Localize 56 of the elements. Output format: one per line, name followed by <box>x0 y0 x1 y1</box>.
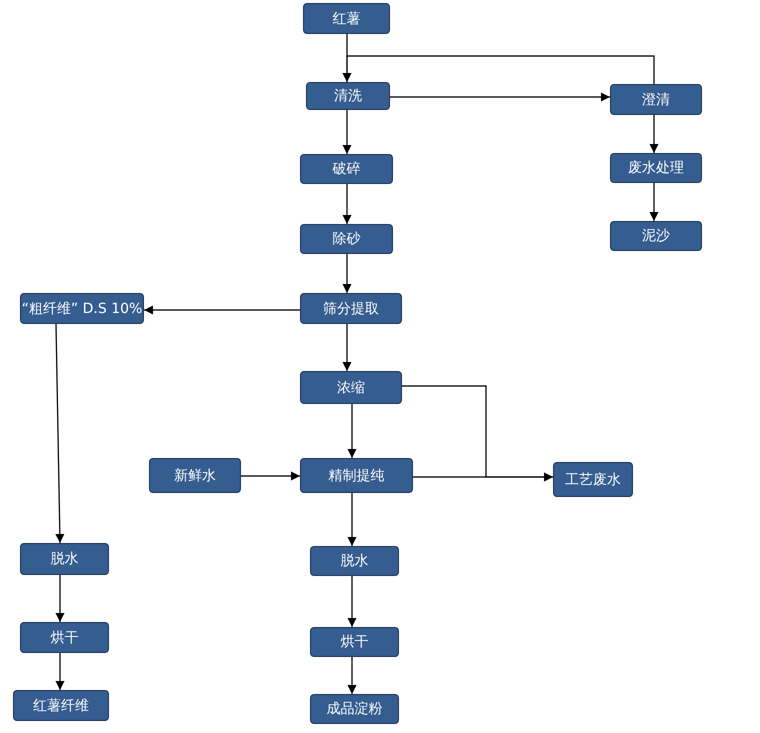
process-box <box>610 221 702 251</box>
step-label: 烘干 <box>340 633 368 651</box>
arrow <box>144 306 300 314</box>
arrow <box>650 183 658 221</box>
process-box <box>300 458 413 493</box>
arrow <box>650 115 658 153</box>
arrow <box>56 653 64 690</box>
step-label: 废水处理 <box>628 159 684 177</box>
arrow <box>342 184 352 224</box>
step-label: 烘干 <box>50 628 78 646</box>
process-box <box>610 153 702 183</box>
step-label: 泥沙 <box>642 227 670 245</box>
arrow <box>342 254 352 293</box>
step-label: 红薯纤维 <box>33 696 89 714</box>
step-label: 脱水 <box>50 550 78 568</box>
step-label: 破碎 <box>332 160 360 178</box>
process-box <box>553 462 633 497</box>
process-box <box>303 3 390 34</box>
process-box <box>310 546 399 576</box>
process-box <box>610 84 702 115</box>
step-label: 新鲜水 <box>174 466 216 484</box>
arrow <box>55 324 64 544</box>
arrow <box>348 576 356 627</box>
step-label: 红薯 <box>332 10 360 28</box>
arrow <box>342 55 655 84</box>
process-box <box>300 154 393 184</box>
step-label: 浓缩 <box>337 378 365 396</box>
process-box <box>306 82 390 110</box>
process-box <box>20 543 109 575</box>
arrow <box>348 404 356 458</box>
step-label: 成品淀粉 <box>326 700 382 718</box>
process-box <box>20 622 109 653</box>
process-box <box>300 293 402 324</box>
process-box <box>300 371 402 404</box>
process-box <box>149 458 241 493</box>
process-box <box>310 694 399 724</box>
step-label: 筛分提取 <box>323 300 379 318</box>
step-label: 工艺废水 <box>565 470 621 488</box>
step-label: 除砂 <box>332 230 360 248</box>
arrow <box>348 657 356 694</box>
process-box <box>310 627 399 657</box>
process-box <box>300 224 393 254</box>
step-label: 清洗 <box>334 87 362 105</box>
step-label: “粗纤维” D.S 10% <box>22 300 142 318</box>
arrow <box>56 575 64 622</box>
process-box <box>13 690 109 721</box>
arrow <box>342 324 352 371</box>
arrow <box>241 472 300 480</box>
step-label: 脱水 <box>340 552 368 570</box>
arrow <box>390 92 610 102</box>
arrow <box>413 472 553 482</box>
arrow <box>342 110 352 154</box>
arrow <box>348 493 356 546</box>
step-label: 澄清 <box>642 90 670 108</box>
step-label: 精制提纯 <box>328 466 384 484</box>
process-box <box>20 293 144 324</box>
